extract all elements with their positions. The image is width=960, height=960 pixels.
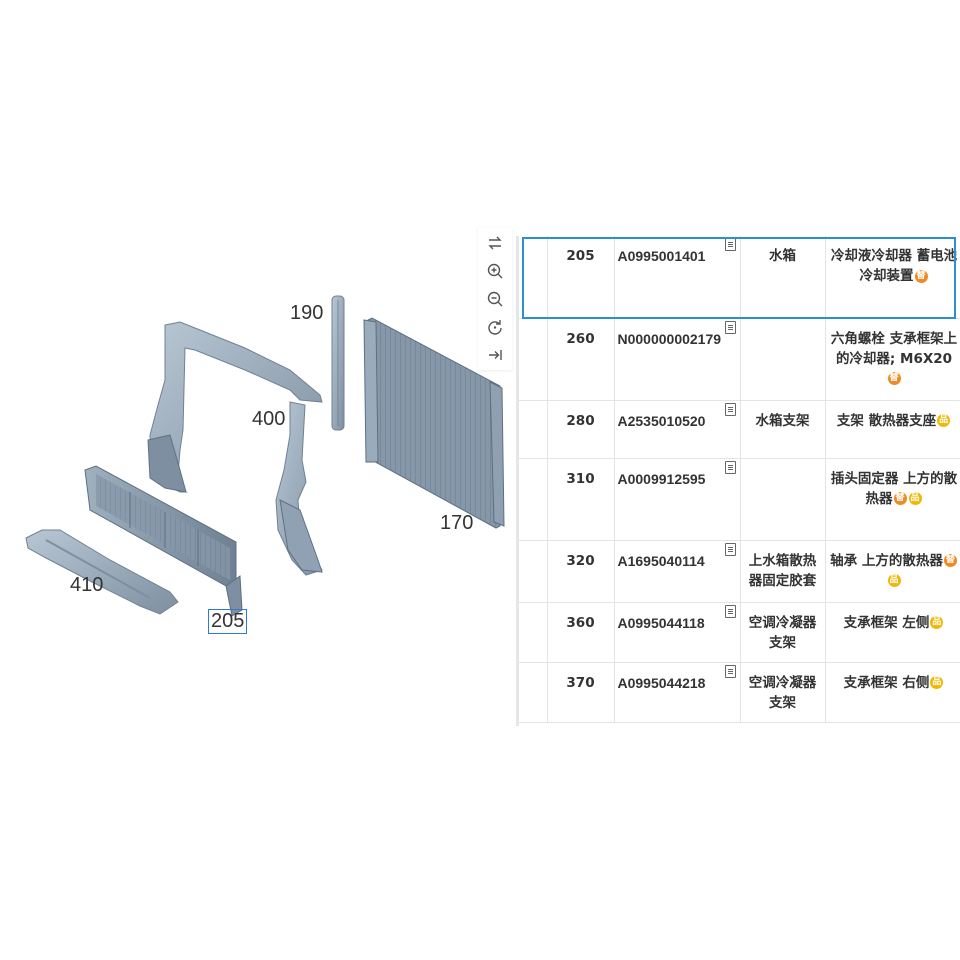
part-name-cell <box>740 318 826 401</box>
item-badge-icon[interactable]: 品 <box>930 676 944 689</box>
part-400-support-frame[interactable] <box>147 321 323 576</box>
substitute-badge-icon[interactable]: 替 <box>943 554 957 567</box>
item-badge-icon[interactable]: 品 <box>937 414 951 427</box>
part-410-air-deflector[interactable] <box>25 529 179 615</box>
position-cell: 205 <box>547 236 615 319</box>
remark-text: 支架 散热器支座 <box>836 412 937 429</box>
part-number-cell[interactable]: A1695040114 <box>614 540 741 603</box>
part-number[interactable]: N000000002179 <box>617 330 722 347</box>
row-select-cell[interactable] <box>519 458 548 541</box>
position-cell: 310 <box>547 458 615 541</box>
part-name-cell <box>740 458 826 541</box>
row-select-cell[interactable] <box>519 662 548 723</box>
swap-icon[interactable] <box>480 230 510 256</box>
item-badge-icon[interactable]: 品 <box>887 574 901 587</box>
remark-text: 支承框架 左侧 <box>843 614 930 631</box>
zoom-out-icon[interactable] <box>480 286 510 312</box>
rotate-icon[interactable] <box>480 314 510 340</box>
remark-cell: 轴承 上方的散热器替品 <box>825 540 960 603</box>
remark-text: 插头固定器 上方的散热器 <box>830 470 958 507</box>
row-select-cell[interactable] <box>519 400 548 459</box>
position-cell: 280 <box>547 400 615 459</box>
zoom-in-icon[interactable] <box>480 258 510 284</box>
part-name-cell: 上水箱散热器固定胶套 <box>740 540 826 603</box>
remark-cell: 支承框架 左侧品 <box>825 602 960 663</box>
part-number-cell[interactable]: N000000002179 <box>614 318 741 401</box>
remark-cell: 六角螺栓 支承框架上的冷却器; M6X20 替 <box>825 318 960 401</box>
part-190-side-seal[interactable] <box>331 295 345 431</box>
document-icon[interactable] <box>724 320 736 334</box>
callout-190[interactable]: 190 <box>290 302 324 324</box>
substitute-badge-icon[interactable]: 替 <box>914 269 928 283</box>
document-icon[interactable] <box>724 542 736 556</box>
item-badge-icon[interactable]: 品 <box>930 616 944 629</box>
part-number[interactable]: A0995044118 <box>617 614 705 631</box>
part-number[interactable]: A0995001401 <box>617 248 706 264</box>
item-badge-icon[interactable]: 品 <box>908 492 922 505</box>
position-cell: 360 <box>547 602 615 663</box>
part-170-condenser[interactable] <box>363 317 505 529</box>
remark-text: 轴承 上方的散热器 <box>830 552 943 569</box>
part-number-cell[interactable]: A0995044218 <box>614 662 741 723</box>
position-cell: 370 <box>547 662 615 723</box>
document-icon[interactable] <box>724 460 736 474</box>
remark-cell: 冷却液冷却器 蓄电池冷却装置替 <box>825 236 960 319</box>
exploded-view-drawing <box>25 295 505 617</box>
part-number[interactable]: A0009912595 <box>617 470 706 487</box>
document-icon[interactable] <box>724 402 736 416</box>
part-name-cell: 水箱 <box>740 236 826 319</box>
document-icon[interactable] <box>724 238 736 251</box>
row-select-cell[interactable] <box>519 602 548 663</box>
row-select-cell[interactable] <box>519 540 548 603</box>
part-name-cell: 空调冷凝器支架 <box>740 602 826 663</box>
part-number[interactable]: A0995044218 <box>617 674 706 691</box>
part-205-radiator[interactable] <box>84 465 243 617</box>
part-number[interactable]: A1695040114 <box>617 552 705 569</box>
remark-text: 冷却液冷却器 蓄电池冷却装置 <box>830 248 958 284</box>
part-number-cell[interactable]: A2535010520 <box>614 400 741 459</box>
remark-cell: 支承框架 右侧品 <box>825 662 960 723</box>
remark-cell: 支架 散热器支座品 <box>825 400 960 459</box>
remark-text: 支承框架 右侧 <box>843 674 930 691</box>
document-icon[interactable] <box>724 664 736 678</box>
row-select-cell[interactable] <box>519 318 548 401</box>
collapse-panel-icon[interactable] <box>480 342 510 368</box>
position-cell: 260 <box>547 318 615 401</box>
substitute-badge-icon[interactable]: 替 <box>893 492 907 505</box>
part-number-cell[interactable]: A0995001401 <box>614 236 741 319</box>
part-name-cell: 水箱支架 <box>740 400 826 459</box>
callout-170[interactable]: 170 <box>440 512 474 534</box>
document-icon[interactable] <box>724 604 736 618</box>
viewer-toolbar <box>478 228 512 370</box>
parts-diagram[interactable]: 190 400 170 410 205 <box>0 230 520 670</box>
position-cell: 320 <box>547 540 615 603</box>
part-number-cell[interactable]: A0995044118 <box>614 602 741 663</box>
remark-cell: 插头固定器 上方的散热器替品 <box>825 458 960 541</box>
part-name-cell: 空调冷凝器支架 <box>740 662 826 723</box>
substitute-badge-icon[interactable]: 替 <box>887 372 901 385</box>
callout-400[interactable]: 400 <box>252 408 286 430</box>
remark-text: 六角螺栓 支承框架上的冷却器; M6X20 <box>830 330 958 367</box>
callout-410[interactable]: 410 <box>70 574 104 596</box>
row-select-cell[interactable] <box>519 236 548 319</box>
part-number-cell[interactable]: A0009912595 <box>614 458 741 541</box>
part-number[interactable]: A2535010520 <box>617 412 706 429</box>
callout-205-selected[interactable]: 205 <box>207 609 248 634</box>
